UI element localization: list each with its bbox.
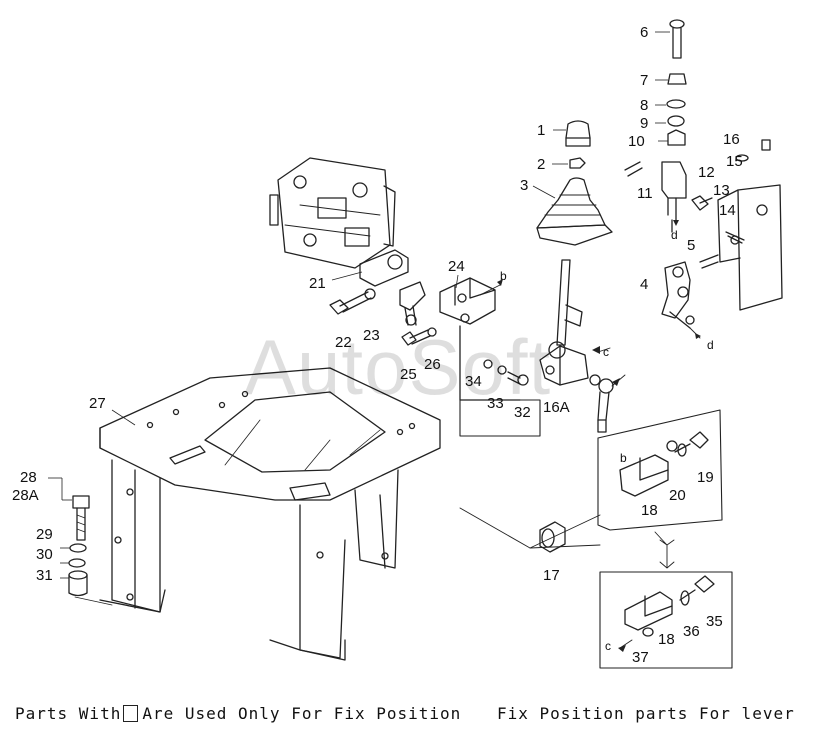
bolt-stack <box>68 495 90 597</box>
callout-2: 2 <box>537 156 546 173</box>
rod-end <box>597 378 614 433</box>
bracket-plate <box>717 139 783 311</box>
caption-right: Fix Position parts For lever <box>497 704 795 723</box>
callout-11: 11 <box>637 185 653 202</box>
callout-9: 9 <box>640 115 649 132</box>
callout-16: 16 <box>723 131 740 148</box>
caption-left-suffix: Are Used Only For Fix Position <box>142 704 462 723</box>
callout-23: 23 <box>363 327 380 344</box>
leader-lines <box>459 199 701 649</box>
callout-37: 37 <box>632 649 649 666</box>
fixed-position-box-lower <box>599 571 733 669</box>
lever-bolt-stack <box>666 19 687 146</box>
callout-30: 30 <box>36 546 53 563</box>
ref-letter-d-upper: d <box>671 228 678 242</box>
callout-24: 24 <box>448 258 465 275</box>
fixed-position-box-left <box>459 399 541 437</box>
ref-letter-b-lower: b <box>620 451 627 465</box>
callout-12: 12 <box>698 164 715 181</box>
callout-16a: 16A <box>543 399 570 416</box>
ref-letter-b-upper: b <box>500 269 507 283</box>
callout-31: 31 <box>36 567 53 584</box>
callout-20: 20 <box>669 487 686 504</box>
bolt-25 <box>401 327 437 346</box>
callout-6: 6 <box>640 24 649 41</box>
callout-1: 1 <box>537 122 546 139</box>
callout-25: 25 <box>400 366 417 383</box>
fixed-position-box-upper <box>597 409 723 531</box>
caption-left-prefix: Parts With <box>15 704 122 723</box>
callout-19: 19 <box>697 469 714 486</box>
pin-assembly-upper <box>619 431 709 497</box>
valve-block <box>269 157 396 269</box>
callout-13: 13 <box>713 182 730 199</box>
callout-5: 5 <box>687 237 696 254</box>
bolt-13 <box>691 195 713 211</box>
caption-left: Parts With Are Used Only For Fix Position <box>15 704 461 723</box>
callout-leaders <box>48 31 670 579</box>
callout-14: 14 <box>719 202 736 219</box>
callout-10: 10 <box>628 133 645 150</box>
callout-21: 21 <box>309 275 326 292</box>
callout-35: 35 <box>706 613 723 630</box>
lever-bracket <box>359 249 426 326</box>
pin-32 <box>483 359 529 386</box>
callout-26: 26 <box>424 356 441 373</box>
callout-28: 28 <box>20 469 37 486</box>
callout-3: 3 <box>520 177 529 194</box>
ref-letter-c-upper: c <box>603 345 609 359</box>
arrowheads <box>497 220 701 652</box>
nut-2 <box>569 157 586 169</box>
watermark: AutoSoft <box>244 323 552 411</box>
callout-8: 8 <box>640 97 649 114</box>
callout-18-upper: 18 <box>641 502 658 519</box>
callout-29: 29 <box>36 526 53 543</box>
bolt-22 <box>329 288 376 315</box>
callout-22: 22 <box>335 334 352 351</box>
callout-36: 36 <box>683 623 700 640</box>
bellcrank <box>661 254 719 329</box>
callout-15: 15 <box>726 153 743 170</box>
knob <box>565 120 591 147</box>
gear-lever <box>539 259 601 386</box>
callout-4: 4 <box>640 276 649 293</box>
callout-7: 7 <box>640 72 649 89</box>
pin-assembly-lower <box>624 575 715 637</box>
callout-18-lower: 18 <box>658 631 675 648</box>
callout-17: 17 <box>543 567 560 584</box>
callout-28a: 28A <box>12 487 39 504</box>
callout-34: 34 <box>465 373 482 390</box>
box-symbol-icon <box>123 705 139 722</box>
callout-32: 32 <box>514 404 531 421</box>
callout-27: 27 <box>89 395 106 412</box>
rubber-boot <box>536 177 613 246</box>
callout-33: 33 <box>487 395 504 412</box>
ref-letter-d-lower: d <box>707 338 714 352</box>
ref-letter-c-lower: c <box>605 639 611 653</box>
frame-stand <box>74 367 441 661</box>
